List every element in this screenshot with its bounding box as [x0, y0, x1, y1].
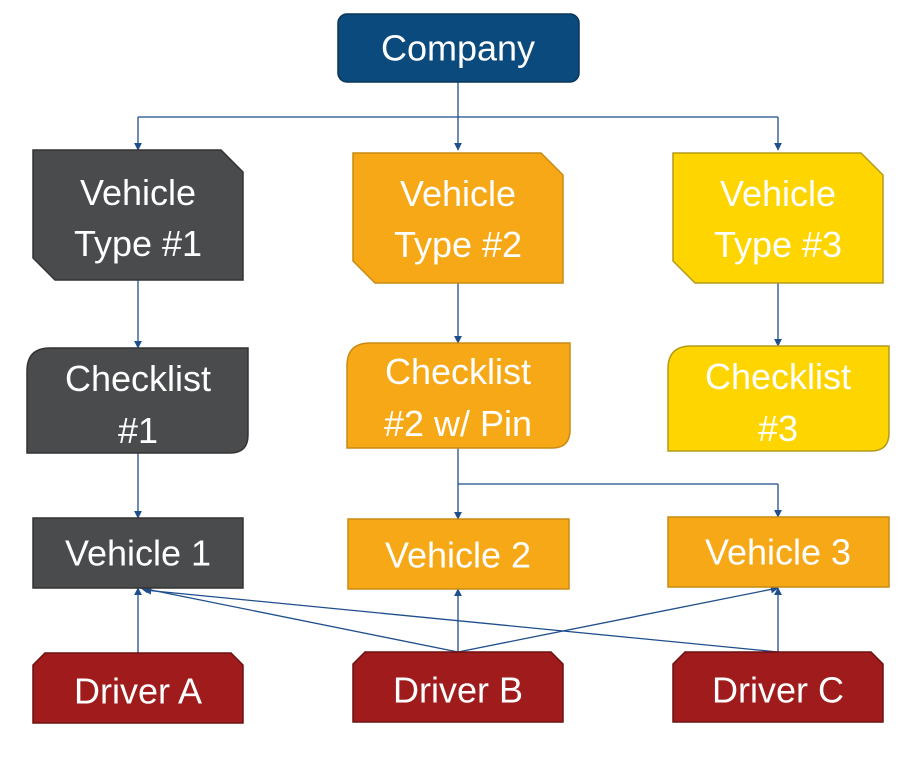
edge-driverC-vehicle1	[143, 586, 779, 653]
vehicle-3-box	[667, 516, 890, 588]
vehicle-type-2-line-1: Vehicle	[400, 173, 516, 214]
vehicle-type-3-box	[672, 152, 884, 284]
checklist-2-box	[346, 342, 571, 449]
node-driver-a: Driver A	[32, 652, 244, 724]
edge-driverB-vehicle3	[457, 585, 779, 653]
vehicle-type-3-line-1: Vehicle	[720, 173, 836, 214]
vehicle-1-box	[32, 517, 244, 589]
vehicle-2-label: Vehicle 2	[385, 535, 531, 576]
svg-text:Vehicle: Vehicle	[80, 172, 196, 213]
node-vehicle-type-2: Vehicle Type #2	[352, 152, 564, 284]
checklist-3-line-2: #3	[758, 408, 798, 449]
svg-text:Vehicle: Vehicle	[720, 173, 836, 214]
driver-c-box	[672, 651, 884, 723]
svg-text:Type #1: Type #1	[74, 223, 202, 264]
checklist-1-line-2: #1	[118, 410, 158, 451]
driver-b-label: Driver B	[393, 670, 523, 711]
edges	[134, 82, 782, 653]
node-vehicle-type-3: Vehicle Type #3	[672, 152, 884, 284]
svg-text:Vehicle: Vehicle	[400, 173, 516, 214]
svg-text:Checklist: Checklist	[705, 356, 851, 397]
svg-text:#2 w/ Pin: #2 w/ Pin	[384, 403, 532, 444]
vehicle-2-box	[347, 518, 570, 590]
vehicle-type-1-line-2: Type #1	[74, 223, 202, 264]
vehicle-type-2-line-2: Type #2	[394, 224, 522, 265]
node-vehicle-2: Vehicle 2	[347, 518, 570, 590]
driver-c-label: Driver C	[712, 670, 844, 711]
checklist-2-line-2: #2 w/ Pin	[384, 403, 532, 444]
checklist-1-box	[26, 347, 249, 454]
vehicle-3-label: Vehicle 3	[705, 532, 851, 573]
checklist-3-line-1: Checklist	[705, 356, 851, 397]
checklist-2-line-1: Checklist	[385, 351, 531, 392]
node-vehicle-1: Vehicle 1	[32, 517, 244, 589]
company-label: Company	[381, 28, 535, 69]
node-checklist-1: Checklist #1	[26, 347, 249, 454]
vehicle-type-3-line-2: Type #3	[714, 224, 842, 265]
node-checklist-2: Checklist #2 w/ Pin	[346, 342, 571, 449]
checklist-3-box	[667, 345, 890, 452]
node-vehicle-3: Vehicle 3	[667, 516, 890, 588]
svg-text:#3: #3	[758, 408, 798, 449]
svg-text:#1: #1	[118, 410, 158, 451]
svg-text:Type #2: Type #2	[394, 224, 522, 265]
vehicle-type-1-box	[32, 149, 244, 281]
vehicle-type-2-box	[352, 152, 564, 284]
svg-text:Checklist: Checklist	[385, 351, 531, 392]
node-company: Company	[337, 13, 580, 83]
svg-text:Type #3: Type #3	[714, 224, 842, 265]
checklist-1-line-1: Checklist	[65, 358, 211, 399]
company-box	[337, 13, 580, 83]
node-driver-b: Driver B	[352, 651, 564, 723]
edge-driverB-vehicle1	[140, 585, 459, 653]
vehicle-1-label: Vehicle 1	[65, 533, 211, 574]
driver-a-label: Driver A	[74, 671, 202, 712]
driver-a-box	[32, 652, 244, 724]
node-driver-c: Driver C	[672, 651, 884, 723]
vehicle-type-1-line-1: Vehicle	[80, 172, 196, 213]
node-checklist-3: Checklist #3	[667, 345, 890, 452]
node-vehicle-type-1: Vehicle Type #1	[32, 149, 244, 281]
driver-b-box	[352, 651, 564, 723]
svg-text:Checklist: Checklist	[65, 358, 211, 399]
